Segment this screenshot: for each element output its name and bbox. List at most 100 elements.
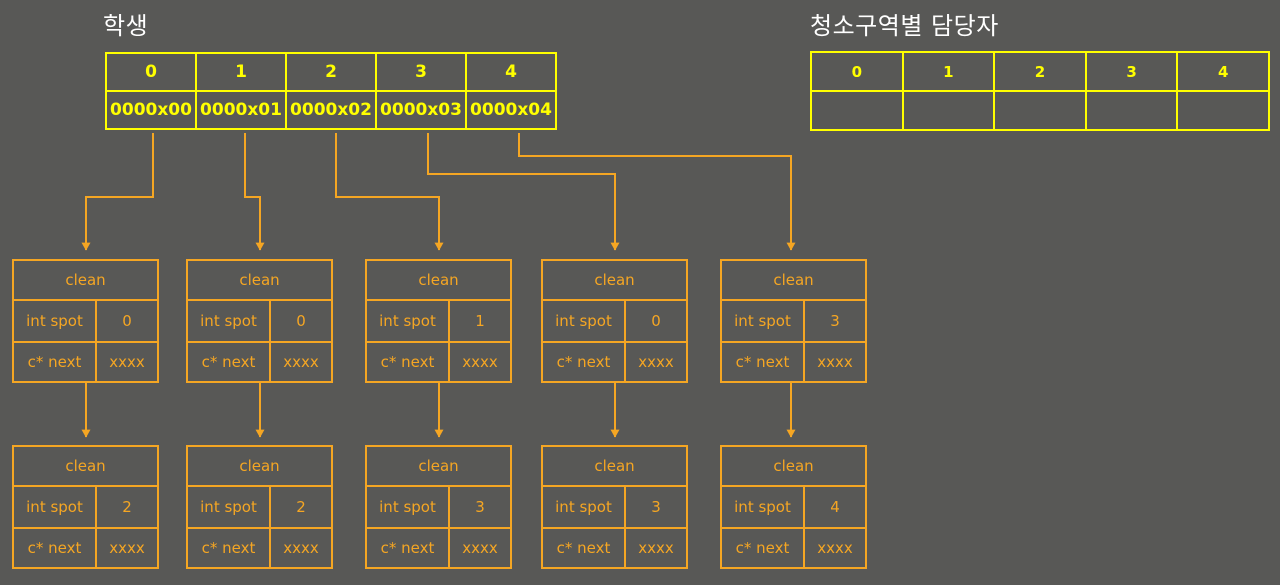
node-field-next: c* next xxxx [14, 527, 157, 567]
node-field-value: 0 [651, 312, 661, 330]
student-index-cell-2: 2 [285, 52, 377, 92]
node-field-next: c* next xxxx [188, 341, 331, 381]
node-field-value: xxxx [283, 353, 319, 371]
zone-index-cell-2: 2 [993, 51, 1087, 92]
student-array-value-row: 0000x00 0000x01 0000x02 0000x03 0000x04 [105, 90, 557, 130]
node-field-next: c* next xxxx [188, 527, 331, 567]
node-field-value: xxxx [817, 539, 853, 557]
node-field-label: int spot [722, 301, 805, 341]
node-header: clean [543, 447, 686, 487]
zone-value-cell-2 [993, 90, 1087, 131]
struct-node-r2c0: clean int spot 2 c* next xxxx [12, 445, 159, 569]
struct-node-r1c4: clean int spot 3 c* next xxxx [720, 259, 867, 383]
node-field-label: c* next [14, 343, 97, 381]
node-field-label: int spot [543, 301, 626, 341]
node-field-value: xxxx [109, 353, 145, 371]
node-header: clean [367, 261, 510, 301]
node-field-next: c* next xxxx [722, 527, 865, 567]
node-field-label: c* next [543, 343, 626, 381]
node-field-value: 0 [122, 312, 132, 330]
wire-slot0-to-node0 [81, 133, 154, 251]
zone-array-value-row [810, 90, 1270, 131]
node-header: clean [188, 447, 331, 487]
student-value-cell-3: 0000x03 [375, 90, 467, 130]
node-field-next: c* next xxxx [14, 341, 157, 381]
wire-slot2-to-node2 [335, 133, 444, 251]
node-field-value: 2 [122, 498, 132, 516]
student-index-cell-4: 4 [465, 52, 557, 92]
student-value-cell-2: 0000x02 [285, 90, 377, 130]
node-field-label: int spot [367, 487, 450, 527]
node-field-value: 3 [475, 498, 485, 516]
struct-node-r1c1: clean int spot 0 c* next xxxx [186, 259, 333, 383]
zone-array-table: 0 1 2 3 4 [810, 51, 1270, 131]
node-field-label: int spot [14, 487, 97, 527]
student-array-index-row: 0 1 2 3 4 [105, 52, 557, 92]
node-header: clean [722, 447, 865, 487]
zone-value-cell-0 [810, 90, 904, 131]
node-field-spot: int spot 0 [543, 301, 686, 341]
page-title-zone: 청소구역별 담당자 [810, 12, 999, 40]
wire-slot3-to-node3 [427, 133, 620, 251]
node-field-spot: int spot 4 [722, 487, 865, 527]
node-header: clean [14, 447, 157, 487]
node-field-value: 4 [830, 498, 840, 516]
node-field-next: c* next xxxx [367, 527, 510, 567]
struct-node-r1c0: clean int spot 0 c* next xxxx [12, 259, 159, 383]
node-field-spot: int spot 2 [188, 487, 331, 527]
node-field-spot: int spot 2 [14, 487, 157, 527]
student-index-cell-3: 3 [375, 52, 467, 92]
node-field-value: 3 [651, 498, 661, 516]
node-field-next: c* next xxxx [543, 527, 686, 567]
node-field-spot: int spot 3 [543, 487, 686, 527]
struct-node-r1c2: clean int spot 1 c* next xxxx [365, 259, 512, 383]
student-array-table: 0 1 2 3 4 0000x00 0000x01 0000x02 0000x0… [105, 52, 557, 130]
node-field-label: c* next [367, 343, 450, 381]
zone-value-cell-4 [1176, 90, 1270, 131]
node-field-spot: int spot 0 [188, 301, 331, 341]
node-field-spot: int spot 3 [367, 487, 510, 527]
student-value-cell-0: 0000x00 [105, 90, 197, 130]
node-field-label: int spot [188, 301, 271, 341]
node-field-label: int spot [543, 487, 626, 527]
node-header: clean [14, 261, 157, 301]
node-field-label: c* next [14, 529, 97, 567]
struct-node-r2c4: clean int spot 4 c* next xxxx [720, 445, 867, 569]
node-field-label: int spot [188, 487, 271, 527]
node-field-value: 3 [830, 312, 840, 330]
node-header: clean [722, 261, 865, 301]
zone-array-index-row: 0 1 2 3 4 [810, 51, 1270, 92]
node-field-label: c* next [188, 529, 271, 567]
node-header: clean [543, 261, 686, 301]
student-index-cell-0: 0 [105, 52, 197, 92]
student-value-cell-4: 0000x04 [465, 90, 557, 130]
node-field-label: int spot [367, 301, 450, 341]
struct-node-r2c3: clean int spot 3 c* next xxxx [541, 445, 688, 569]
student-index-cell-1: 1 [195, 52, 287, 92]
struct-node-r2c2: clean int spot 3 c* next xxxx [365, 445, 512, 569]
node-field-label: int spot [14, 301, 97, 341]
node-field-value: xxxx [462, 353, 498, 371]
node-field-value: xxxx [817, 353, 853, 371]
zone-index-cell-4: 4 [1176, 51, 1270, 92]
node-field-value: xxxx [462, 539, 498, 557]
node-field-spot: int spot 3 [722, 301, 865, 341]
node-field-label: int spot [722, 487, 805, 527]
node-field-value: 1 [475, 312, 485, 330]
struct-node-r1c3: clean int spot 0 c* next xxxx [541, 259, 688, 383]
node-field-spot: int spot 0 [14, 301, 157, 341]
node-header: clean [188, 261, 331, 301]
node-field-value: xxxx [283, 539, 319, 557]
zone-index-cell-1: 1 [901, 51, 996, 92]
node-field-label: c* next [722, 343, 805, 381]
zone-value-cell-1 [901, 90, 996, 131]
zone-index-cell-0: 0 [810, 51, 904, 92]
node-field-next: c* next xxxx [543, 341, 686, 381]
page-title-student: 학생 [103, 12, 149, 40]
node-field-value: xxxx [638, 539, 674, 557]
node-field-label: c* next [722, 529, 805, 567]
node-field-value: 0 [296, 312, 306, 330]
node-field-value: xxxx [109, 539, 145, 557]
student-value-cell-1: 0000x01 [195, 90, 287, 130]
